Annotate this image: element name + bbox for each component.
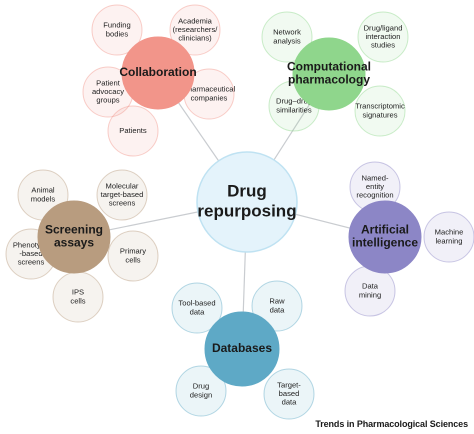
hub-databases: Databases [204, 311, 280, 387]
satellite-circle [107, 230, 159, 282]
hub-label: Databases [212, 341, 272, 355]
satellite-circle [251, 280, 303, 332]
satellite-label: Patients [119, 126, 147, 135]
satellite-circle [423, 211, 474, 263]
center-circle [196, 151, 298, 253]
satellite-circle [175, 365, 227, 417]
hub-collaboration: Collaboration [119, 36, 197, 110]
satellite-collaboration-4: Patients [107, 105, 159, 157]
satellite-circle [354, 85, 406, 137]
satellite-circle [263, 368, 315, 420]
satellite-circle [96, 169, 148, 221]
satellite-circle [261, 11, 313, 63]
hub-circle [121, 36, 195, 110]
hub-label: Collaboration [119, 65, 196, 79]
hub-circle [292, 37, 366, 111]
satellite-collaboration-1: Academia(researchers/clinicians) [169, 4, 221, 56]
satellite-circle [107, 105, 159, 157]
hub-circle [204, 311, 280, 387]
source-credit: Trends in Pharmacological Sciences [315, 419, 468, 429]
hub-circle [37, 200, 111, 274]
satellite-label: Academia(researchers/clinicians) [173, 16, 219, 42]
satellite-circle [357, 11, 409, 63]
satellite-circle [91, 4, 143, 56]
hub-circle [348, 200, 422, 274]
satellite-circle [169, 4, 221, 56]
satellite-circle [171, 282, 223, 334]
